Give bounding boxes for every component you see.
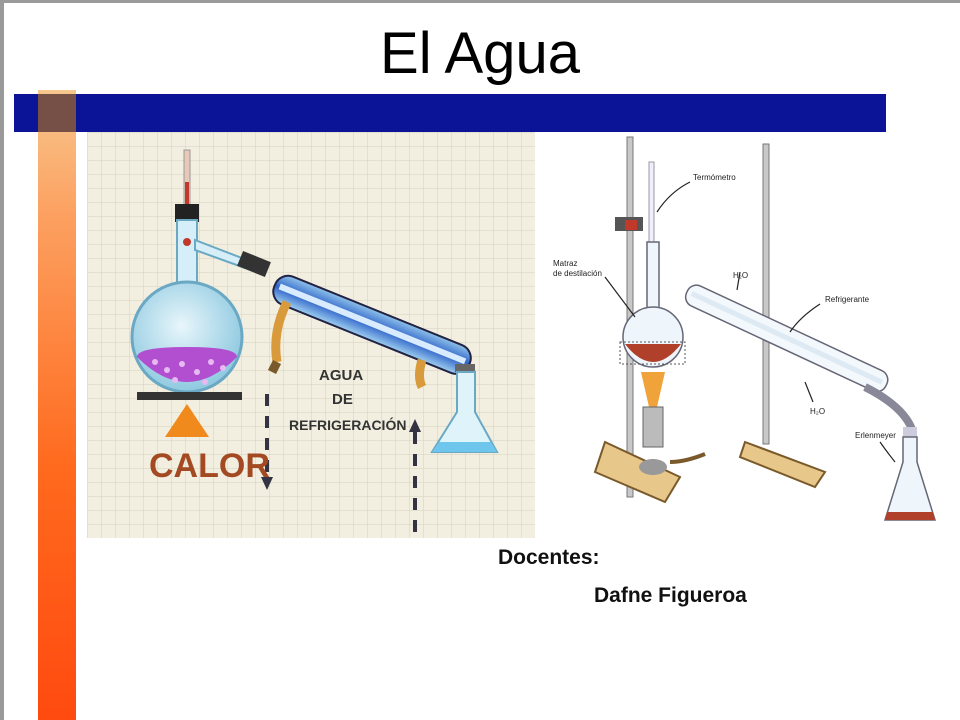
docentes-label: Docentes: — [498, 546, 600, 569]
water-label-line1: AGUA — [319, 367, 363, 384]
bar-overlap — [38, 94, 76, 132]
label-water-top: H₂O — [733, 271, 748, 280]
teacher-name: Dafne Figueroa — [594, 584, 747, 607]
orange-accent-bar — [38, 90, 76, 720]
water-label-line3: REFRIGERACIÓN — [289, 416, 406, 433]
distillation-illustration: CALOR AGUA DE REFRIGERACIÓN — [87, 132, 535, 538]
label-flask-line1: Matraz — [553, 259, 577, 268]
lab-apparatus-diagram: Termómetro Matraz de destilación H₂O Ref… — [535, 132, 960, 532]
slide-title: El Agua — [380, 21, 580, 86]
slide-frame-left — [0, 0, 4, 720]
slide-frame-top — [0, 0, 960, 3]
blue-accent-bar — [14, 94, 886, 132]
label-thermometer: Termómetro — [693, 173, 736, 182]
label-condenser: Refrigerante — [825, 295, 870, 304]
label-erlenmeyer: Erlenmeyer — [855, 431, 896, 440]
heat-label: CALOR — [149, 447, 270, 485]
water-label-line2: DE — [332, 391, 353, 408]
label-water-bottom: H₂O — [810, 407, 825, 416]
label-flask-line2: de destilación — [553, 269, 602, 278]
